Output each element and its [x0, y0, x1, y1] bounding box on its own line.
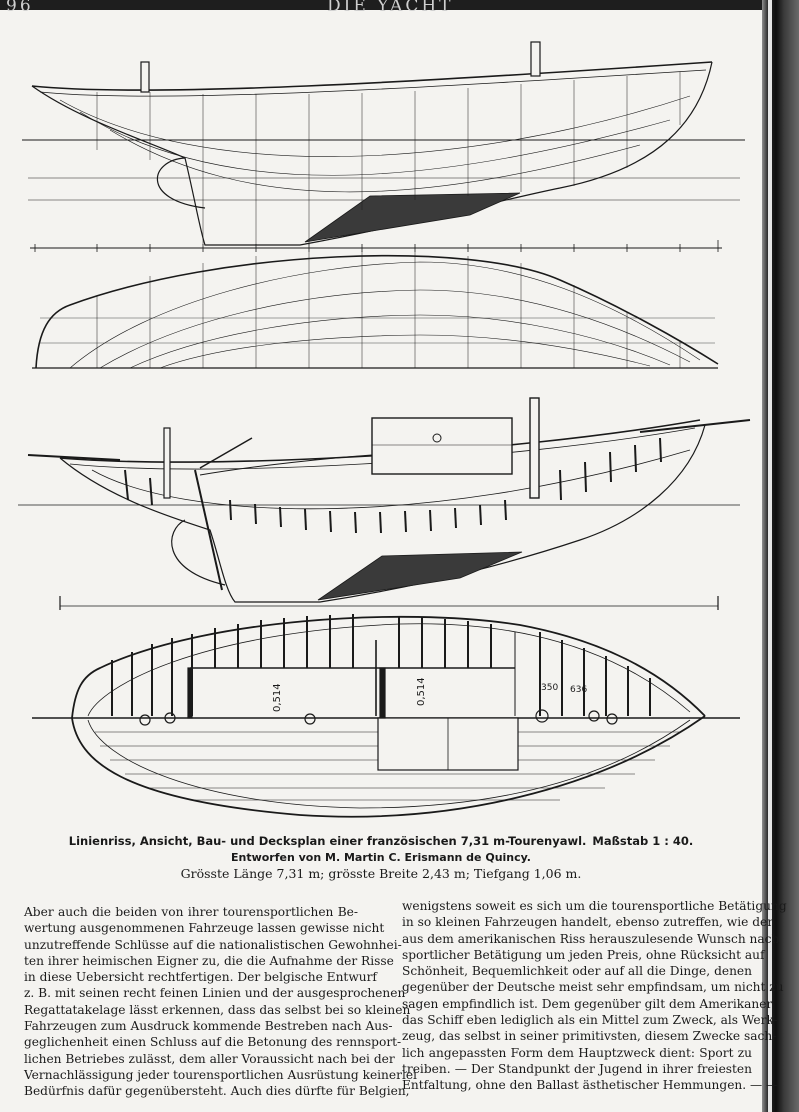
left-column-line: Aber auch die beiden von ihrer tourenspo… — [24, 905, 358, 919]
yacht-plan-drawing: 0,514 0,514 350 636 — [18, 41, 751, 818]
page-number: 96 — [6, 0, 34, 16]
right-column-line: gegenüber der Deutsche meist sehr empfin… — [402, 980, 784, 995]
caption-designer: Entworfen von M. Martin C. Erismann de Q… — [230, 851, 531, 864]
caption-title-text: Linienriss, Ansicht, Bau- und Decksplan … — [68, 834, 587, 848]
right-column-line: sportlicher Betätigung um jeden Preis, o… — [402, 947, 765, 962]
left-text-column: Aber auch die beiden von ihrer tourenspo… — [24, 904, 417, 1100]
right-column-line: Entfaltung, ohne den Ballast ästhetische… — [402, 1078, 779, 1093]
right-column-line: treiben. — Der Standpunkt der Jugend in … — [402, 1061, 752, 1076]
right-text-column: wenigstens soweit es sich um die tourens… — [402, 898, 787, 1094]
left-column-line: unzutreffende Schlüsse auf die nationali… — [24, 937, 402, 952]
dimension-label-2: 0,514 — [416, 677, 427, 706]
right-column-line: aus dem amerikanischen Riss herauszulese… — [402, 931, 780, 946]
left-column-line: Vernachlässigung jeder tourensportlichen… — [24, 1067, 417, 1082]
left-column-line: in diese Uebersicht rechtfertigen. Der b… — [24, 970, 377, 985]
right-column-line: Schönheit, Bequemlichkeit oder auf all d… — [402, 964, 752, 979]
right-column-line: zeug, das selbst in seiner primitivsten,… — [402, 1029, 777, 1044]
construction-profile — [18, 397, 751, 610]
deck-plan — [32, 614, 740, 818]
left-column-line: Regattatakelage lässt erkennen, dass das… — [24, 1002, 411, 1017]
caption-dimensions: Grösste Länge 7,31 m; grösste Breite 2,4… — [180, 866, 582, 881]
half-breadth-plan — [32, 251, 719, 369]
dimension-label-1: 0,514 — [272, 683, 283, 712]
figure-caption-title: Linienriss, Ansicht, Bau- und Decksplan … — [0, 834, 762, 848]
right-column-line: wenigstens soweit es sich um die tourens… — [402, 899, 787, 913]
left-column-line: Bedürfnis dafür gegenübersteht. Auch die… — [24, 1084, 410, 1099]
right-column-line: lich angepassten Form dem Hauptzweck die… — [402, 1045, 752, 1060]
right-column-line: sagen empfindlich ist. Dem gegenüber gil… — [402, 996, 773, 1011]
binding-edge — [768, 0, 772, 1112]
dimension-label-3: 350 — [541, 683, 558, 693]
caption-scale: Maßstab 1 : 40. — [592, 834, 694, 848]
right-column-line: in so kleinen Fahrzeugen handelt, ebenso… — [402, 915, 774, 930]
left-column-line: Fahrzeugen zum Ausdruck kommende Bestreb… — [24, 1019, 393, 1034]
left-column-line: ten ihrer heimischen Eigner zu, die die … — [24, 953, 394, 968]
running-head: DIE YACHT — [327, 0, 454, 16]
dimension-label-4: 636 — [570, 685, 587, 695]
left-column-line: z. B. mit seinen recht feinen Linien und… — [24, 986, 406, 1001]
left-column-line: wertung ausgenommenen Fahrzeuge lassen g… — [24, 921, 385, 936]
left-column-line: lichen Betriebes zulässt, dem aller Vora… — [24, 1051, 395, 1066]
right-column-line: das Schiff eben lediglich als ein Mittel… — [402, 1013, 778, 1028]
scan-top-edge — [0, 0, 762, 10]
document-page — [0, 0, 762, 1112]
profile-lines-plan — [22, 41, 745, 252]
left-column-line: geglichenheit einen Schluss auf die Beto… — [24, 1035, 402, 1050]
